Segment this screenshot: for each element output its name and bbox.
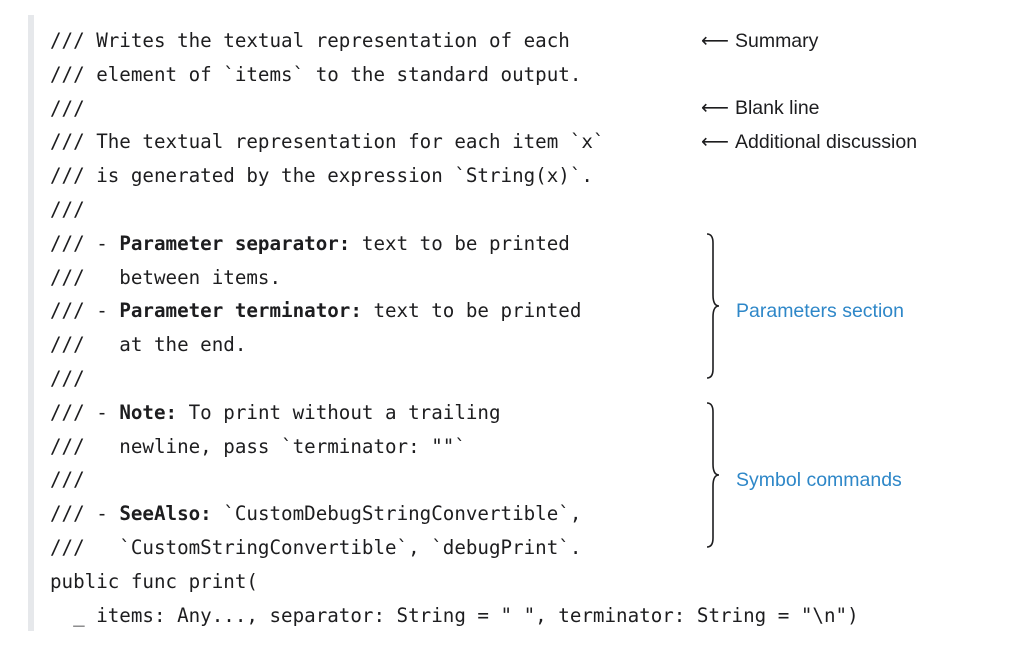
code-listing: /// Writes the textual representation of…	[50, 24, 859, 632]
code-text: /// between items.	[50, 265, 282, 289]
annotation-additional-discussion-label: Additional discussion	[734, 131, 918, 153]
code-line: /// - Parameter separator: text to be pr…	[50, 227, 859, 261]
left-arrow-icon: ⟵	[701, 29, 729, 52]
code-text: text to be printed	[361, 299, 582, 323]
code-text: /// -	[50, 400, 120, 424]
code-line: _ items: Any..., separator: String = " "…	[50, 599, 859, 633]
code-line: /// - Parameter terminator: text to be p…	[50, 294, 859, 328]
code-line: ///	[50, 193, 859, 227]
annotation-blank-line-label: Blank line	[734, 97, 820, 119]
annotation-parameters-section: Parameters section	[736, 300, 904, 322]
code-line: /// element of `items` to the standard o…	[50, 58, 859, 92]
code-line: /// at the end.	[50, 328, 859, 362]
code-text: public func print(	[50, 569, 258, 593]
code-text: /// newline, pass `terminator: ""`	[50, 434, 466, 458]
code-line: /// Writes the textual representation of…	[50, 24, 859, 58]
code-text: /// is generated by the expression `Stri…	[50, 164, 593, 188]
code-text: /// at the end.	[50, 333, 247, 357]
code-line: /// - Note: To print without a trailing	[50, 396, 859, 430]
code-line: ///	[50, 463, 859, 497]
code-text: ///	[50, 96, 85, 120]
code-bold-keyword: Parameter terminator:	[119, 299, 362, 323]
code-text: /// The textual representation for each …	[50, 130, 605, 154]
annotation-summary-label: Summary	[734, 30, 819, 52]
code-line: /// The textual representation for each …	[50, 125, 859, 159]
left-arrow-icon: ⟵	[701, 130, 729, 153]
code-text: text to be printed	[350, 231, 570, 255]
code-text: /// -	[50, 231, 120, 255]
code-line: /// newline, pass `terminator: ""`	[50, 430, 859, 464]
code-text: ///	[50, 366, 85, 390]
left-arrow-icon: ⟵	[701, 96, 729, 119]
code-block-left-rule	[28, 15, 34, 631]
annotation-additional-discussion: ⟵Additional discussion	[701, 130, 917, 154]
symbol-commands-brace-icon	[706, 402, 720, 548]
code-text: `CustomDebugStringConvertible`,	[211, 502, 582, 526]
parameters-brace-icon	[706, 233, 720, 379]
annotation-symbol-commands: Symbol commands	[736, 469, 902, 491]
code-text: /// Writes the textual representation of…	[50, 29, 570, 52]
code-text: ///	[50, 197, 85, 221]
code-text: /// element of `items` to the standard o…	[50, 62, 582, 86]
code-text: To print without a trailing	[177, 400, 501, 424]
code-text: /// -	[50, 299, 120, 323]
code-line: /// is generated by the expression `Stri…	[50, 159, 859, 193]
code-line: /// between items.	[50, 261, 859, 295]
code-line: ///	[50, 92, 859, 126]
code-bold-keyword: SeeAlso:	[119, 502, 212, 526]
code-line: public func print(	[50, 565, 859, 599]
code-bold-keyword: Parameter separator:	[119, 231, 351, 255]
annotation-summary: ⟵Summary	[701, 29, 818, 53]
code-line: /// `CustomStringConvertible`, `debugPri…	[50, 531, 859, 565]
code-line: ///	[50, 362, 859, 396]
code-bold-keyword: Note:	[119, 400, 178, 424]
code-text: _ items: Any..., separator: String = " "…	[50, 603, 859, 627]
code-text: ///	[50, 468, 85, 492]
annotation-blank-line: ⟵Blank line	[701, 96, 820, 120]
code-text: /// `CustomStringConvertible`, `debugPri…	[50, 535, 582, 559]
code-text: /// -	[50, 502, 120, 526]
code-line: /// - SeeAlso: `CustomDebugStringConvert…	[50, 497, 859, 531]
